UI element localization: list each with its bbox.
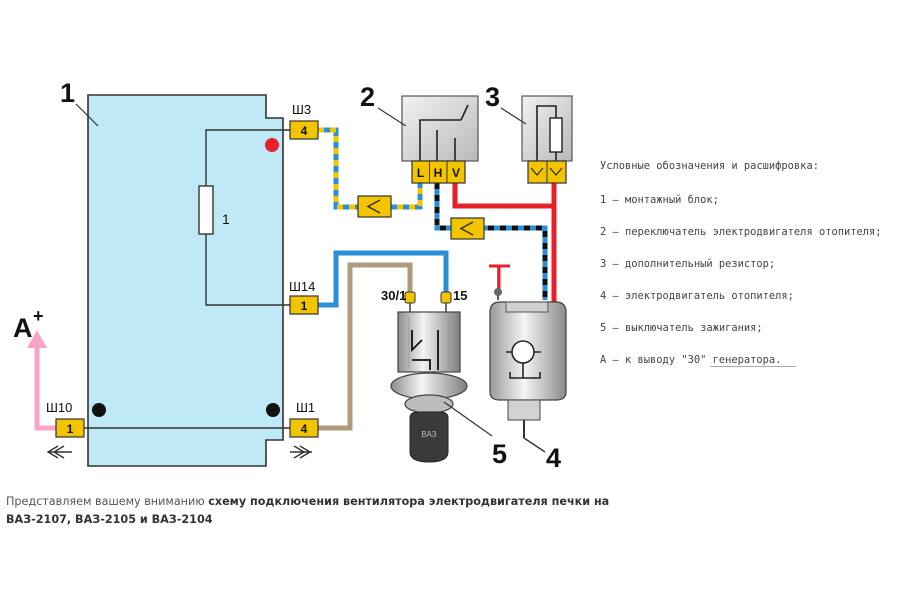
connector-sh10: 1 Ш10 — [46, 400, 85, 438]
connector-sh1: 4 Ш1 — [289, 400, 319, 438]
double-arrow-left-icon — [46, 445, 72, 459]
svg-text:Ш1: Ш1 — [296, 400, 315, 415]
caption: Представляем вашему вниманию схему подкл… — [6, 493, 626, 529]
legend-item: А – к выводу "30" генератора. — [600, 354, 782, 366]
label-plus: + — [33, 306, 44, 326]
svg-text:Ш3: Ш3 — [292, 102, 311, 117]
red-dot — [265, 138, 279, 152]
legend-title: Условные обозначения и расшифровка: — [600, 160, 819, 172]
label-unit-1: 1 — [60, 78, 75, 108]
caption-prefix: Представляем вашему вниманию — [6, 495, 209, 508]
svg-text:15: 15 — [453, 288, 467, 303]
divider — [710, 366, 796, 367]
svg-text:1: 1 — [301, 299, 308, 313]
junction-dot — [266, 403, 280, 417]
legend-item: 3 – дополнительный резистор; — [600, 258, 776, 270]
svg-text:Ш14: Ш14 — [289, 279, 315, 294]
wire-connector — [357, 195, 392, 218]
connector-sh3: 4 Ш3 — [289, 102, 319, 140]
legend-item: 5 – выключатель зажигания; — [600, 322, 763, 334]
wire-connector — [450, 217, 485, 240]
legend: Условные обозначения и расшифровка: 1 – … — [600, 158, 900, 384]
heater-motor — [489, 264, 567, 453]
label-unit-2: 2 — [360, 82, 375, 112]
fuse-label: 1 — [222, 211, 230, 227]
label-unit-5: 5 — [492, 439, 507, 469]
svg-text:L: L — [417, 166, 424, 180]
svg-text:4: 4 — [301, 422, 308, 436]
svg-text:ВАЗ: ВАЗ — [421, 430, 436, 439]
legend-item: 4 – электродвигатель отопителя; — [600, 290, 794, 302]
connector-sh14: 1 Ш14 — [289, 279, 319, 315]
label-a: A — [13, 313, 33, 343]
heater-switch: L H V — [401, 95, 479, 184]
svg-text:H: H — [434, 166, 443, 180]
legend-item: 2 – переключатель электродвигателя отопи… — [600, 226, 882, 238]
svg-text:1: 1 — [67, 422, 74, 436]
mounting-block — [87, 94, 284, 467]
junction-dot — [92, 403, 106, 417]
additional-resistor — [521, 95, 573, 184]
label-unit-3: 3 — [485, 82, 500, 112]
svg-text:Ш10: Ш10 — [46, 400, 72, 415]
label-unit-4: 4 — [546, 443, 561, 473]
arrow-up-icon — [27, 330, 47, 348]
legend-item: 1 – монтажный блок; — [600, 194, 719, 206]
svg-text:V: V — [452, 166, 460, 180]
svg-text:30/1: 30/1 — [381, 288, 406, 303]
svg-text:4: 4 — [301, 124, 308, 138]
ignition-switch: ВАЗ 30/1 15 — [381, 288, 468, 463]
fuse — [198, 185, 214, 235]
caption-bold: схему подключения вентилятора электродви… — [6, 495, 610, 526]
double-arrow-right-icon — [290, 445, 312, 459]
